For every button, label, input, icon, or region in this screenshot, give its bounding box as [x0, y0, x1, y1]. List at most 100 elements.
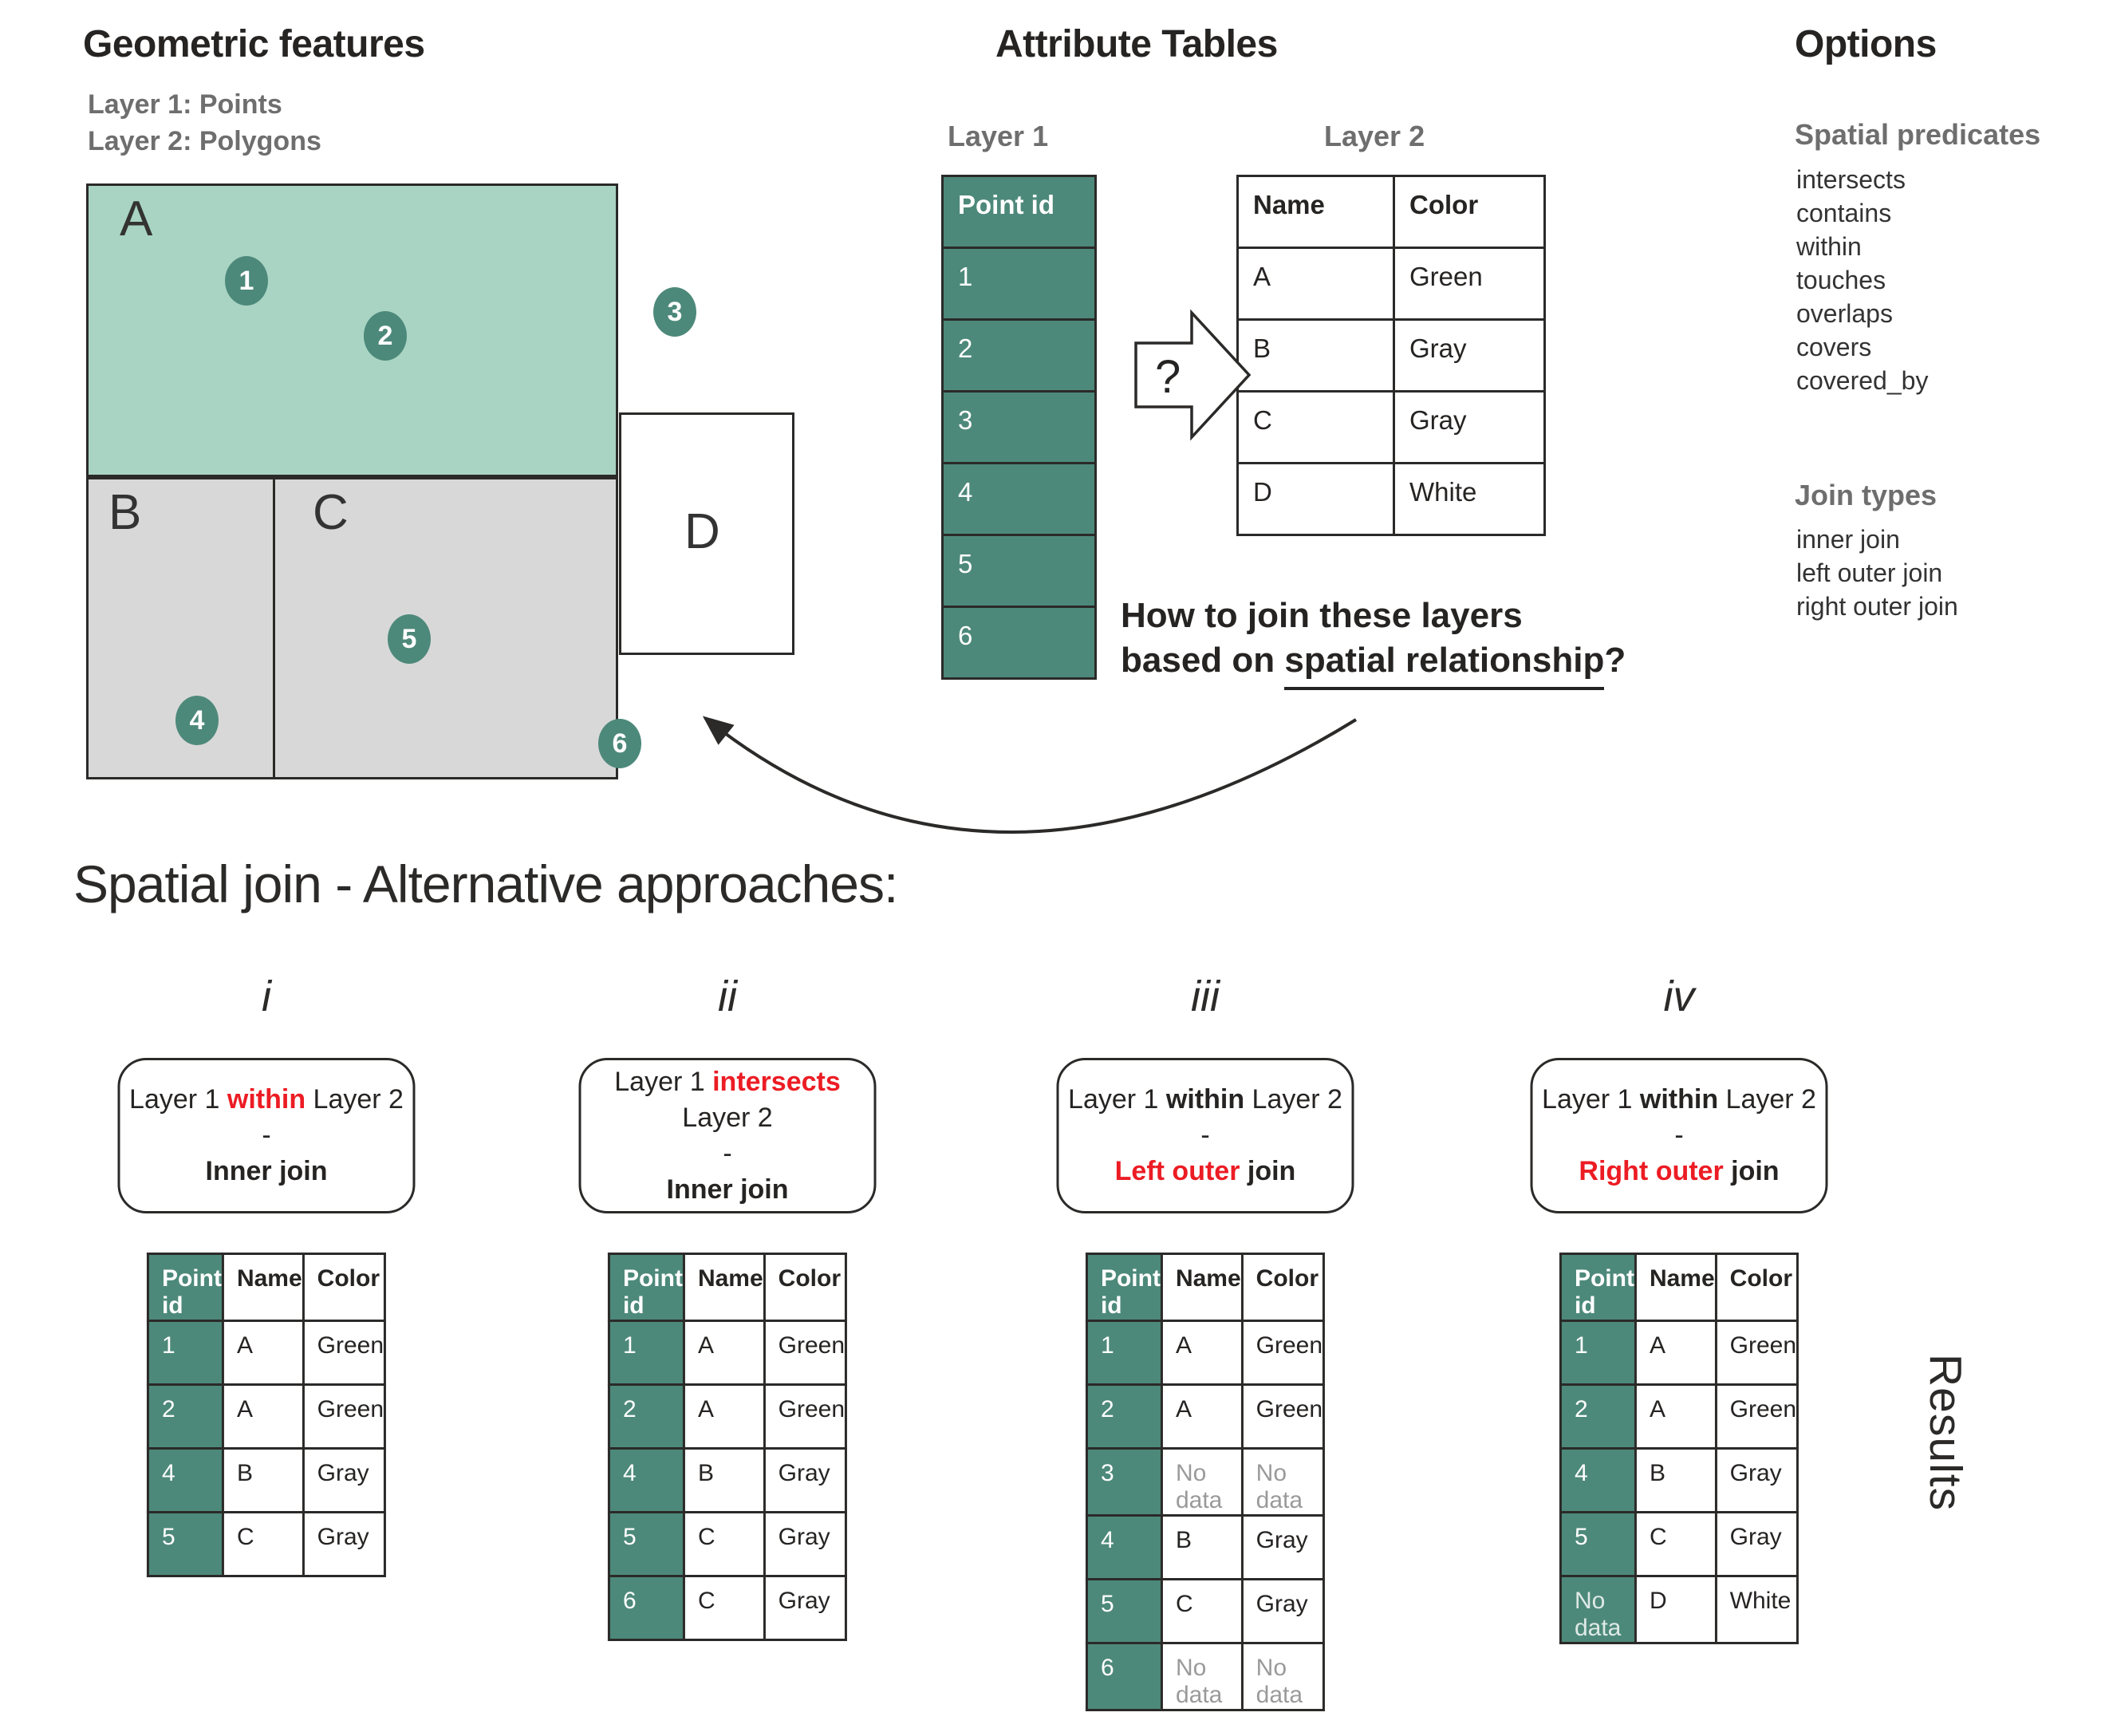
- color-cell: Gray: [1714, 1511, 1799, 1577]
- point-id-header: Point id: [1085, 1253, 1163, 1322]
- point-id-cell: 2: [607, 1383, 685, 1450]
- predicate-item: intersects: [1796, 165, 1906, 194]
- color-cell: Gray: [302, 1447, 387, 1513]
- approach-definition-box: Layer 1 within Layer 2 - Inner join: [117, 1058, 416, 1213]
- name-cell: C: [1160, 1578, 1244, 1644]
- layer1-row: 4: [941, 462, 1097, 536]
- approach-numeral: iv: [1663, 973, 1695, 1020]
- name-header: Name: [1236, 175, 1395, 249]
- color-cell: Green: [1714, 1320, 1799, 1386]
- polygon-d: [619, 412, 794, 655]
- predicate-item: contains: [1796, 199, 1892, 227]
- join-type-line: Inner join: [666, 1174, 789, 1205]
- point-marker-3: 3: [653, 287, 696, 337]
- point-id-cell: 3: [1085, 1447, 1163, 1517]
- predicate-line: Layer 1 intersects Layer 2: [614, 1066, 841, 1133]
- name-header: Name: [221, 1253, 305, 1322]
- color-header: Color: [302, 1253, 387, 1322]
- predicate-item: overlaps: [1796, 299, 1893, 328]
- layer1-table-label: Layer 1: [948, 120, 1049, 152]
- join-types-title: Join types: [1795, 479, 1937, 511]
- name-cell: A: [1160, 1320, 1244, 1386]
- color-header: Color: [1240, 1253, 1326, 1322]
- point-marker-4: 4: [175, 696, 219, 745]
- approach-numeral: i: [262, 973, 271, 1020]
- point-id-cell: 6: [607, 1575, 685, 1641]
- name-cell: D: [1634, 1575, 1717, 1644]
- color-cell: Gray: [302, 1511, 387, 1577]
- layer1-row: 2: [941, 318, 1097, 393]
- point-id-cell: No data: [1559, 1575, 1637, 1644]
- color-cell: Green: [1240, 1320, 1326, 1386]
- curved-arrow-icon: [702, 716, 1358, 834]
- point-id-cell: 5: [607, 1511, 685, 1577]
- point-id-cell: 1: [607, 1320, 685, 1386]
- name-cell: C: [1634, 1511, 1717, 1577]
- color-cell: Green: [1714, 1383, 1799, 1450]
- polygon-c: [275, 477, 618, 779]
- point-id-cell: 3: [941, 390, 1097, 464]
- point-id-cell: 5: [941, 534, 1097, 608]
- point-id-cell: 2: [1559, 1383, 1637, 1450]
- name-cell: A: [682, 1383, 766, 1450]
- join-question-line2: based on spatial relationship?: [1121, 638, 1626, 690]
- options-title: Options: [1795, 23, 1937, 65]
- point-id-cell: 1: [1559, 1320, 1637, 1386]
- point-id-cell: 4: [1559, 1447, 1637, 1513]
- name-cell: C: [221, 1511, 305, 1577]
- question-mark-glyph: ?: [1155, 351, 1181, 403]
- color-header: Color: [1714, 1253, 1799, 1322]
- color-cell: Green: [302, 1383, 387, 1450]
- point-marker-5: 5: [388, 614, 431, 664]
- point-id-cell: 4: [941, 462, 1097, 536]
- color-cell: No data: [1240, 1642, 1326, 1711]
- color-cell: Gray: [1393, 390, 1546, 464]
- layer2-polygons-label: Layer 2: Polygons: [88, 126, 321, 156]
- color-cell: Green: [1393, 247, 1546, 321]
- predicate-word: within: [227, 1084, 306, 1115]
- name-cell: No data: [1160, 1642, 1244, 1711]
- point-marker-1: 1: [225, 256, 268, 306]
- color-cell: White: [1714, 1575, 1799, 1644]
- color-cell: White: [1393, 462, 1546, 536]
- color-cell: Gray: [1240, 1514, 1326, 1580]
- predicate-word: intersects: [712, 1066, 841, 1097]
- name-cell: C: [682, 1511, 766, 1577]
- join-types-list: inner join left outer join right outer j…: [1796, 523, 1958, 623]
- point-id-header: Point id: [607, 1253, 685, 1322]
- join-type-item: inner join: [1796, 525, 1900, 554]
- point-id-header: Point id: [941, 175, 1097, 249]
- polygon-a-label: A: [120, 191, 153, 247]
- predicate-item: covers: [1796, 333, 1872, 361]
- point-id-cell: 2: [1085, 1383, 1163, 1450]
- name-header: Name: [1160, 1253, 1244, 1322]
- color-cell: Gray: [763, 1447, 848, 1513]
- color-header: Color: [1393, 175, 1546, 249]
- point-id-header: Point id: [146, 1253, 224, 1322]
- name-header: Name: [682, 1253, 766, 1322]
- color-cell: Gray: [1240, 1578, 1326, 1644]
- name-cell: A: [682, 1320, 766, 1386]
- dash-separator: -: [262, 1120, 271, 1150]
- point-id-cell: 5: [1085, 1578, 1163, 1644]
- color-cell: Gray: [1393, 318, 1546, 393]
- predicate-item: within: [1796, 232, 1862, 261]
- color-cell: Gray: [763, 1511, 848, 1577]
- dash-separator: -: [723, 1138, 732, 1169]
- name-cell: B: [1236, 318, 1395, 393]
- join-type-line: Inner join: [205, 1156, 328, 1186]
